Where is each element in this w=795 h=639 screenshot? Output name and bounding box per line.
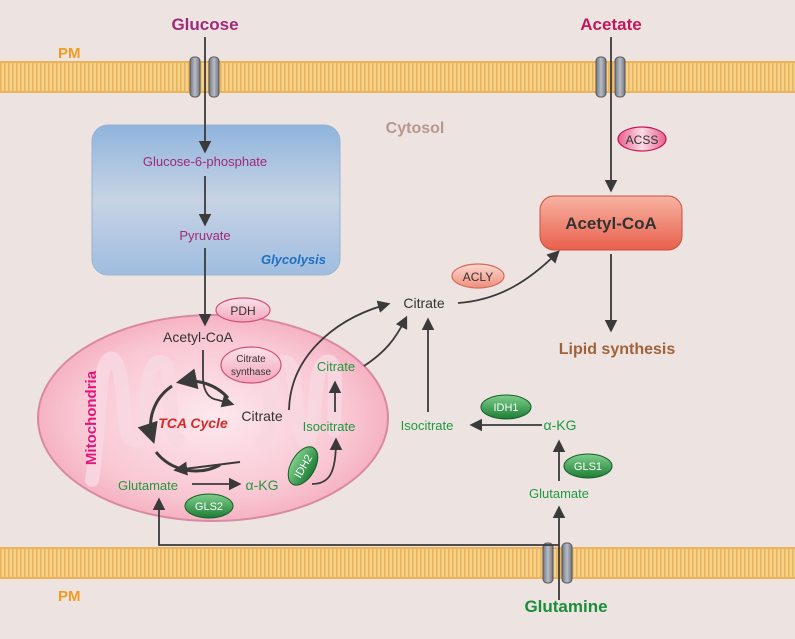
glutamine-transporter bbox=[542, 542, 573, 584]
lipid-synthesis-label: Lipid synthesis bbox=[559, 341, 676, 358]
acss-label: ACSS bbox=[626, 133, 659, 147]
glutamine-label: Glutamine bbox=[524, 597, 607, 616]
tca-cycle-loop bbox=[137, 368, 241, 476]
mitochondria-label: Mitochondria bbox=[83, 370, 100, 465]
acetate-label: Acetate bbox=[580, 15, 641, 34]
membrane-bottom bbox=[0, 548, 795, 578]
alpha-kg-mito: α-KG bbox=[246, 477, 279, 493]
glycolysis-label: Glycolysis bbox=[261, 252, 326, 267]
gls1-enzyme: GLS1 bbox=[563, 453, 613, 479]
acetate-transporter bbox=[595, 56, 626, 98]
acetyl-coa-cyto: Acetyl-CoA bbox=[565, 214, 657, 233]
isocitrate-mito: Isocitrate bbox=[303, 419, 356, 434]
pm-label-bottom: PM bbox=[58, 588, 81, 605]
acetyl-coa-box bbox=[539, 195, 683, 251]
idh1-label: IDH1 bbox=[493, 402, 518, 414]
pdh-label: PDH bbox=[230, 304, 255, 318]
acss-enzyme: ACSS bbox=[617, 126, 667, 152]
glucose-label: Glucose bbox=[171, 15, 238, 34]
idh1-enzyme: IDH1 bbox=[480, 394, 532, 420]
pm-label-top: PM bbox=[58, 45, 81, 62]
tca-cycle-label: TCA Cycle bbox=[158, 415, 228, 431]
citrate-tca: Citrate bbox=[241, 408, 282, 424]
glutamate-mito: Glutamate bbox=[118, 478, 178, 493]
glucose-6-phosphate: Glucose-6-phosphate bbox=[143, 154, 267, 169]
acetyl-coa-mito: Acetyl-CoA bbox=[163, 329, 234, 345]
pathway-arrows bbox=[152, 37, 618, 600]
glutamate-cyto: Glutamate bbox=[529, 486, 589, 501]
membrane-top bbox=[0, 62, 795, 92]
citrate-synthase-line2: synthase bbox=[231, 367, 271, 378]
citrate-mito: Citrate bbox=[317, 359, 355, 374]
isocitrate-cyto: Isocitrate bbox=[401, 418, 454, 433]
acly-label: ACLY bbox=[463, 270, 493, 284]
gls2-enzyme: GLS2 bbox=[184, 493, 234, 519]
cytosol-label: Cytosol bbox=[386, 120, 445, 137]
glucose-transporter bbox=[189, 56, 220, 98]
citrate-synthase-enzyme: Citrate synthase bbox=[220, 346, 282, 384]
citrate-cyto: Citrate bbox=[403, 295, 444, 311]
citrate-synthase-line1: Citrate bbox=[236, 354, 266, 365]
pyruvate-label: Pyruvate bbox=[179, 228, 230, 243]
gls2-label: GLS2 bbox=[195, 501, 223, 513]
acly-enzyme: ACLY bbox=[451, 263, 505, 289]
glycolysis-box bbox=[91, 124, 341, 276]
alpha-kg-cyto: α-KG bbox=[544, 417, 577, 433]
pdh-enzyme: PDH bbox=[215, 297, 271, 323]
gls1-label: GLS1 bbox=[574, 461, 602, 473]
idh2-enzyme: IDH2 bbox=[287, 446, 319, 486]
